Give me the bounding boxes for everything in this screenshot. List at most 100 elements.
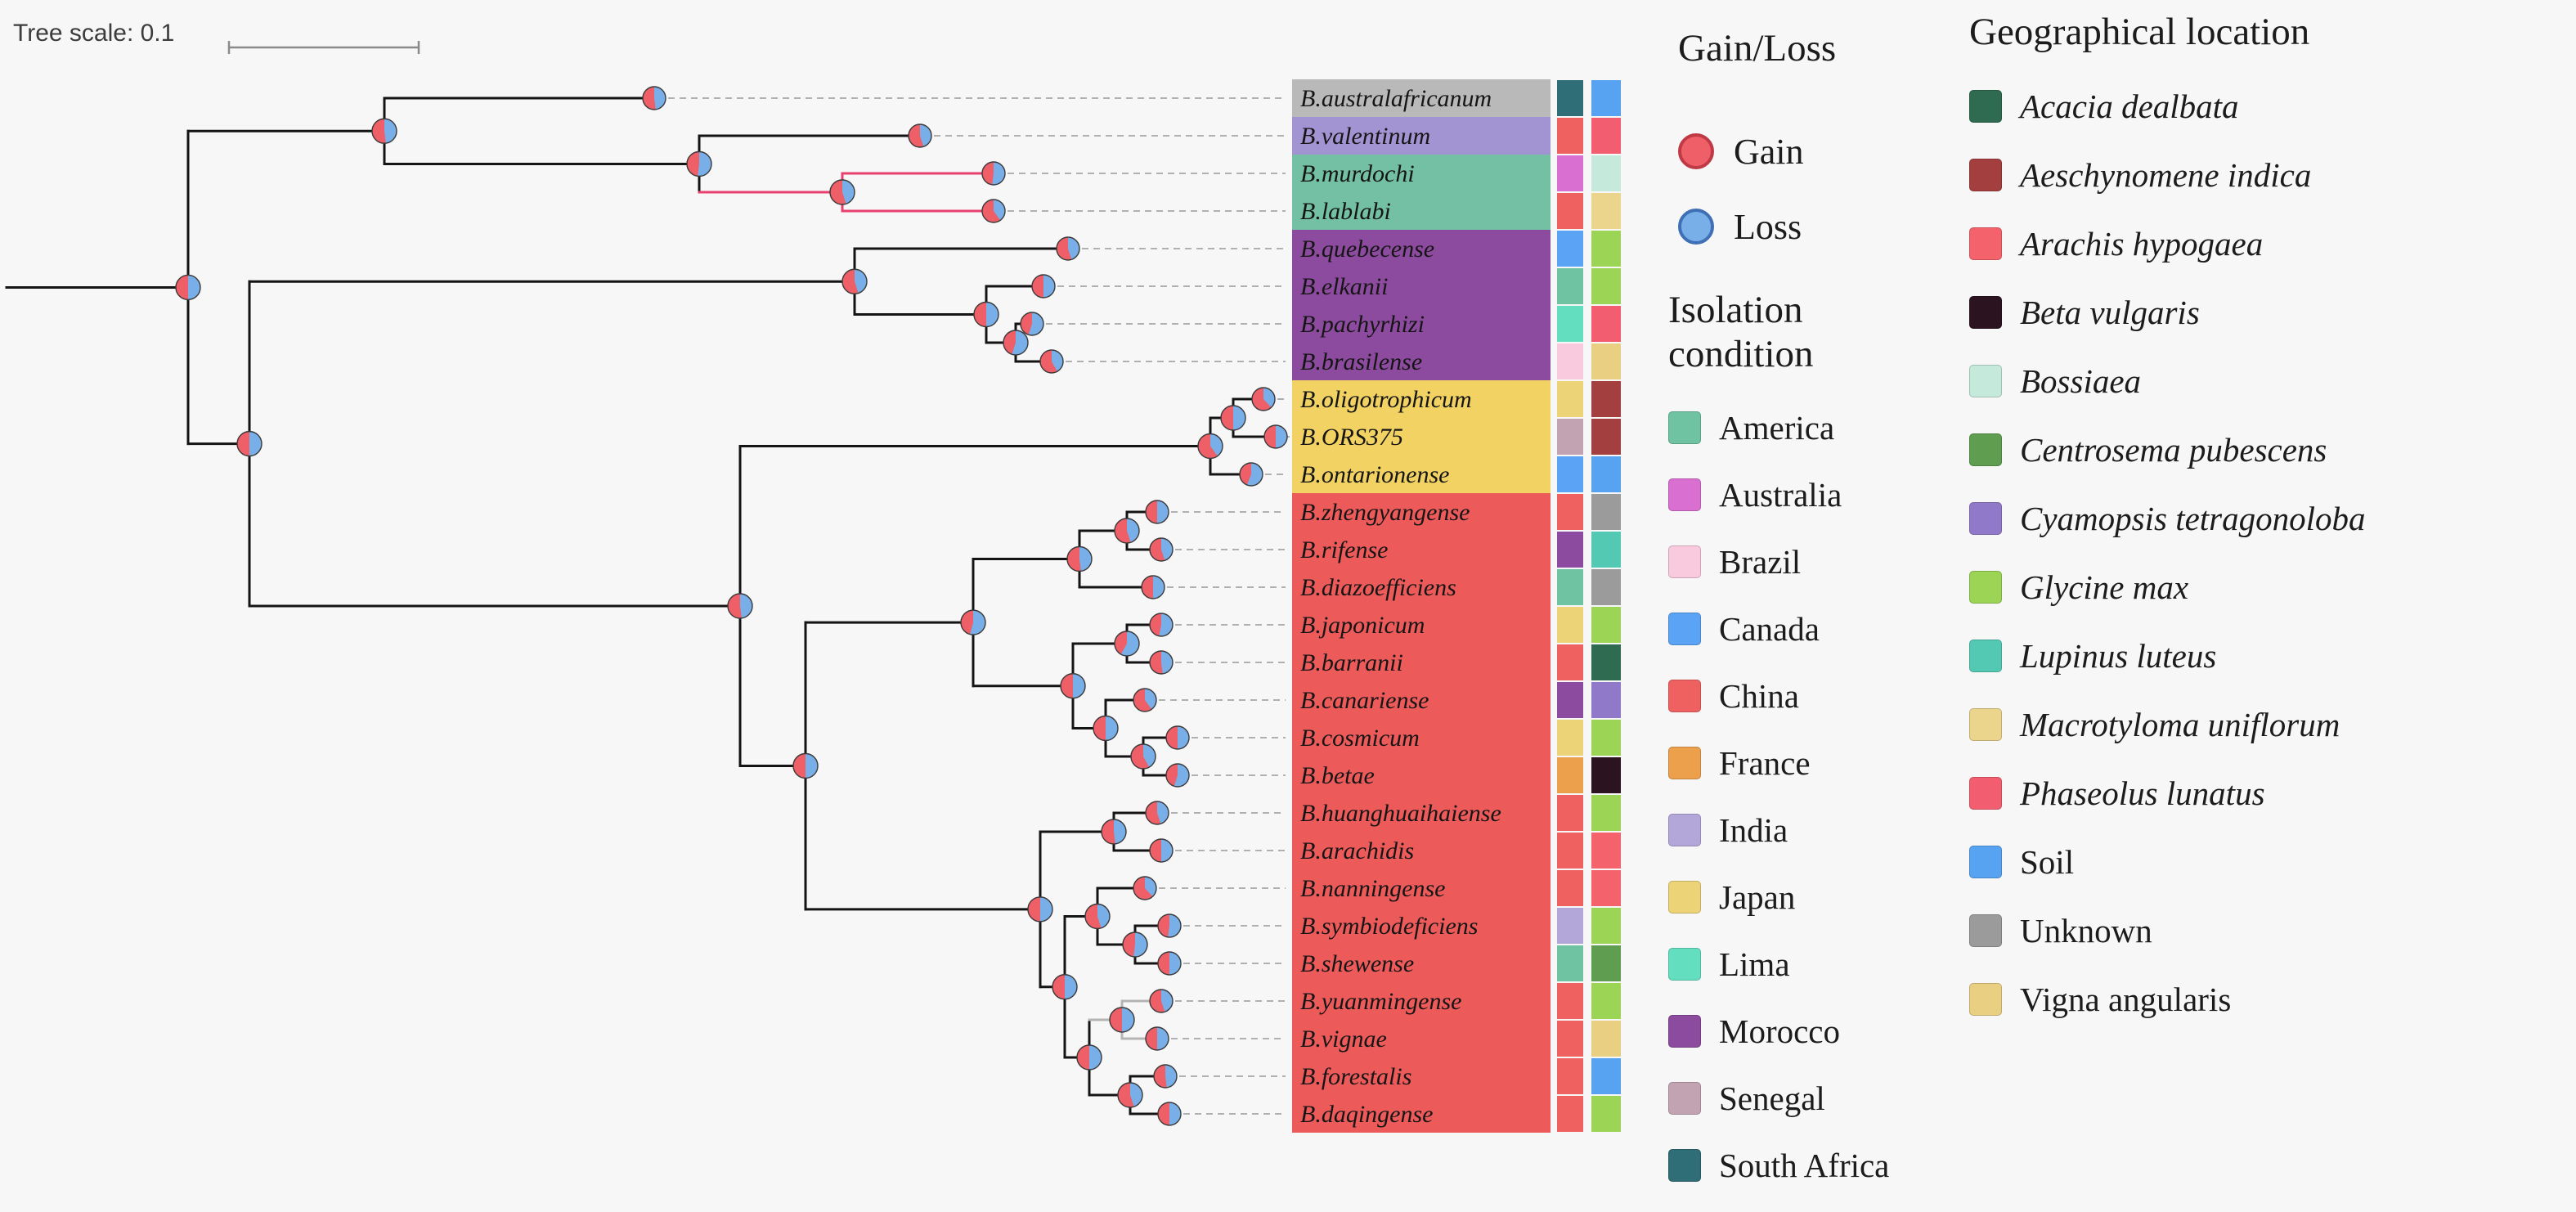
gain-slice: [961, 610, 973, 635]
gain-slice: [1133, 689, 1152, 712]
pie-outline: [1165, 763, 1190, 788]
isolation-strip-cell: [1557, 80, 1583, 116]
legend-location-title: Geographical location: [1969, 11, 2310, 53]
isolation-strip-cell: [1557, 757, 1583, 793]
color-swatch-icon: [1668, 680, 1701, 713]
gain-slice: [1252, 388, 1272, 411]
isolation-strip-cell: [1557, 682, 1583, 718]
isolation-strip-cell: [1557, 908, 1583, 944]
pie-outline: [1133, 688, 1157, 712]
leaf-label: B.canariense: [1300, 687, 1429, 714]
pie-outline: [1157, 951, 1182, 976]
legend-item-china: China: [1668, 662, 1889, 729]
gain-slice: [1115, 518, 1131, 543]
color-swatch-icon: [1969, 90, 2002, 123]
legend-item-label: America: [1719, 409, 1835, 447]
isolation-strip-cell: [1557, 532, 1583, 568]
pie-outline: [1114, 631, 1140, 657]
isolation-strip-cell: [1557, 381, 1583, 417]
gain-slice: [1146, 801, 1161, 824]
legend-isolation-title-line1: Isolation: [1668, 289, 1803, 331]
legend-item-loss: Loss: [1678, 204, 1836, 249]
pie-outline: [1101, 819, 1127, 845]
leaf-label: B.shewense: [1300, 950, 1414, 977]
gain-slice: [1146, 1027, 1157, 1050]
color-swatch-icon: [1969, 708, 2002, 742]
isolation-strip-cell: [1557, 231, 1583, 267]
gain-slice: [1115, 631, 1127, 655]
isolation-strip-cell: [1557, 870, 1583, 906]
legend-item-label: Acacia dealbata: [2020, 88, 2239, 126]
gain-slice: [1093, 716, 1106, 741]
pie-outline: [1251, 387, 1276, 411]
gain-slice: [1166, 726, 1178, 749]
pie-outline: [1145, 500, 1169, 524]
legend-item-label: Senegal: [1719, 1080, 1825, 1118]
isolation-strip-cell: [1557, 268, 1583, 304]
isolation-strip-cell: [1557, 193, 1583, 229]
gain-slice: [1110, 1008, 1122, 1032]
gain-slice: [1040, 350, 1057, 374]
legend-item-label: Soil: [2020, 843, 2075, 882]
pie-outline: [1060, 673, 1086, 699]
legend-item-label: China: [1719, 677, 1799, 716]
leaf-label: B.diazoefficiens: [1300, 574, 1456, 601]
legend-item-brazil: Brazil: [1668, 528, 1889, 595]
legend-item-japan: Japan: [1668, 864, 1889, 931]
gain-slice: [728, 594, 742, 618]
pie-outline: [1263, 424, 1288, 449]
location-strip-cell: [1591, 945, 1621, 981]
legend-item-south-africa: South Africa: [1668, 1132, 1889, 1199]
gain-slice: [1131, 744, 1150, 769]
location-strip-cell: [1591, 306, 1621, 342]
color-swatch-icon: [1668, 1082, 1701, 1115]
pie-outline: [1197, 433, 1223, 460]
pie-outline: [829, 179, 855, 205]
isolation-strip-cell: [1557, 306, 1583, 342]
leaf-label: B.lablabi: [1300, 198, 1391, 225]
gain-slice: [1067, 546, 1081, 572]
pie-outline: [1153, 1064, 1178, 1089]
isolation-strip-cell: [1557, 1021, 1583, 1057]
pie-outline: [1220, 405, 1246, 431]
leaf-label: B.nanningense: [1300, 875, 1445, 902]
pie-outline: [1052, 974, 1078, 1000]
isolation-strip-cell: [1557, 983, 1583, 1019]
legend-item-label: Beta vulgaris: [2020, 294, 2200, 332]
legend-item-label: Centrosema pubescens: [2020, 431, 2327, 469]
location-strip-cell: [1591, 80, 1621, 116]
color-swatch-icon: [1668, 478, 1701, 512]
pie-outline: [841, 268, 868, 294]
gain-slice: [372, 119, 386, 144]
pie-outline: [1114, 518, 1140, 544]
gain-slice: [1150, 990, 1165, 1012]
legend-item-france: France: [1668, 729, 1889, 797]
isolation-strip-cell: [1557, 343, 1583, 379]
location-strip-cell: [1591, 193, 1621, 229]
gain-slice: [842, 269, 859, 294]
legend-item-lupinus-luteus: Lupinus luteus: [1969, 622, 2366, 690]
gain-slice: [1221, 406, 1233, 430]
gain-slice: [1150, 538, 1165, 561]
location-strip-cell: [1591, 532, 1621, 568]
leaf-label: B.ORS375: [1300, 424, 1403, 451]
gain-slice: [687, 151, 699, 177]
leaf-label: B.huanghuaihaiense: [1300, 800, 1501, 827]
gain-slice: [176, 275, 188, 300]
pie-outline: [1027, 896, 1053, 922]
location-strip-cell: [1591, 155, 1621, 191]
clade-background: [1292, 79, 1551, 117]
gain-slice: [1028, 896, 1040, 922]
color-swatch-icon: [1969, 983, 2002, 1017]
gain-slice: [1142, 576, 1153, 599]
location-strip-cell: [1591, 381, 1621, 417]
legend-item-label: South Africa: [1719, 1147, 1890, 1185]
legend-item-america: America: [1668, 394, 1889, 461]
gain-slice: [1003, 330, 1016, 355]
location-strip-cell: [1591, 757, 1621, 793]
leaf-label: B.arachidis: [1300, 837, 1414, 864]
pie-outline: [1031, 274, 1056, 299]
pie-outline: [1020, 312, 1044, 336]
